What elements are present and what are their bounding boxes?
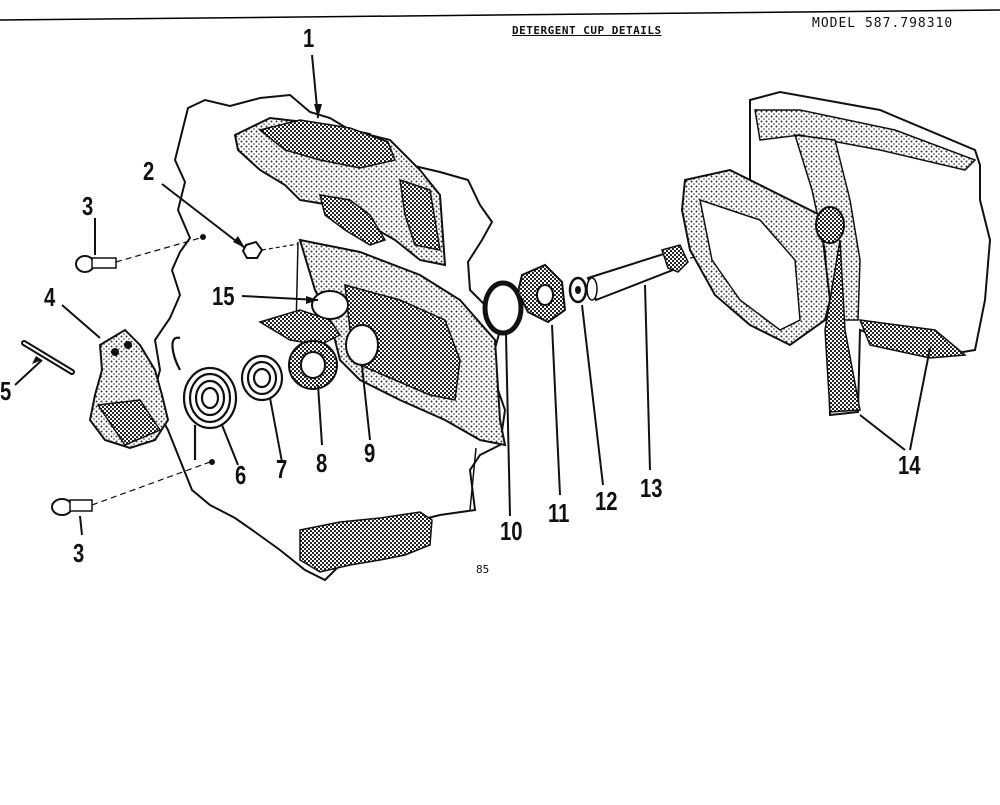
callout-6: 6	[235, 460, 247, 490]
leader-12	[581, 304, 604, 486]
leader-11	[551, 324, 561, 496]
callout-2: 2	[143, 156, 155, 186]
page-number: 85	[476, 563, 490, 576]
leader-4	[61, 304, 101, 339]
callout-5: 5	[0, 376, 12, 406]
part-3-upper-screw	[75, 234, 206, 273]
leader-2	[161, 183, 246, 249]
callout-7: 7	[276, 454, 288, 484]
part-1-detergent-cup	[233, 116, 447, 267]
part-15-cam	[258, 290, 349, 346]
leader-arrowheads	[32, 104, 322, 364]
leader-6	[221, 424, 239, 466]
leader-8	[317, 384, 323, 446]
part-12-washer	[568, 276, 588, 304]
header-rule	[0, 9, 1000, 21]
leader-13	[644, 284, 651, 471]
part-13-shaft	[586, 237, 791, 302]
leader-5	[14, 359, 43, 386]
callout-11: 11	[548, 498, 570, 528]
callout-9: 9	[364, 438, 376, 468]
model-number: MODEL 587.798310	[812, 16, 954, 31]
leader-10	[505, 334, 511, 517]
part-10-seal-ring	[482, 280, 524, 336]
callout-10: 10	[500, 516, 523, 546]
leader-14b	[909, 347, 931, 451]
callout-12: 12	[595, 486, 618, 516]
callout-14: 14	[898, 450, 921, 480]
part-2-screw	[241, 240, 299, 259]
leader-lines	[14, 54, 931, 536]
callout-8: 8	[316, 448, 328, 478]
callout-13: 13	[640, 473, 663, 503]
leader-9	[361, 365, 371, 441]
leader-7	[269, 397, 283, 463]
leader-14a	[859, 414, 906, 451]
leader-3b	[79, 515, 83, 536]
callout-15: 15	[212, 281, 235, 311]
part-3-lower-screw	[51, 459, 215, 516]
part-5-pin	[21, 340, 75, 375]
callout-3-lower: 3	[73, 538, 85, 568]
part-14-cover	[680, 90, 992, 417]
callout-3-upper: 3	[82, 191, 94, 221]
diagram-title: DETERGENT CUP DETAILS	[512, 24, 662, 37]
part-8-bearing	[288, 340, 338, 390]
part-7-spring	[240, 354, 284, 402]
part-11-nut	[516, 263, 567, 324]
bottom-shadow	[299, 511, 433, 573]
callout-4: 4	[44, 282, 56, 312]
part-6-spring	[171, 336, 238, 460]
part-4-bracket	[88, 328, 170, 450]
callout-1: 1	[303, 23, 315, 53]
leader-15	[241, 295, 319, 301]
